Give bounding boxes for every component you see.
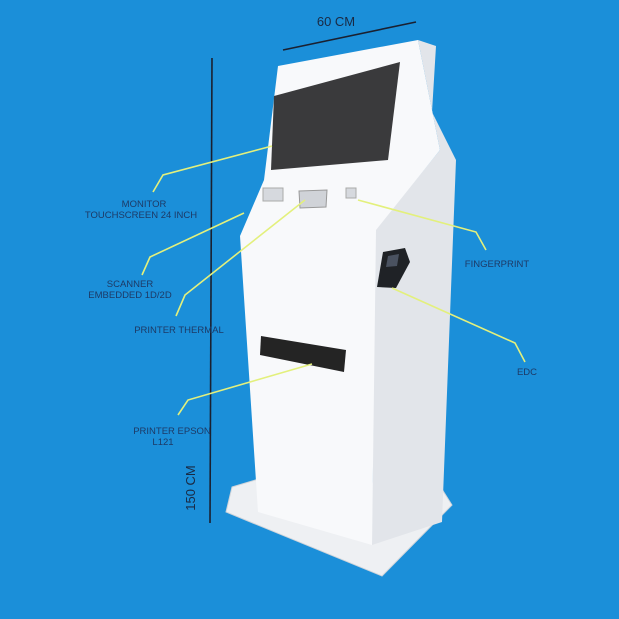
monitor-label: MONITOR [122,199,167,210]
printer-epson-label: PRINTER EPSON [133,426,211,437]
fingerprint-reader [345,187,357,199]
epson-printer-slot [260,336,346,372]
edc-label: EDC [517,367,537,378]
width-dimension-line [282,21,417,51]
printer-epson-model: L121 [152,437,173,448]
fingerprint-leader [357,199,487,251]
fingerprint-label: FINGERPRINT [465,259,530,270]
monitor-screen [271,62,400,170]
printer-thermal-label: PRINTER THERMAL [134,325,224,336]
height-label: 150 CM [183,465,198,511]
epson-leader [177,363,313,416]
scanner-sublabel: EMBEDDED 1D/2D [88,290,172,301]
scanner-label: SCANNER [107,279,154,290]
thermal-leader [175,199,306,317]
edc-leader [391,287,526,363]
height-dimension-line [209,57,213,524]
width-label: 60 CM [317,14,355,29]
edc-device [377,248,410,288]
thermal-printer-slot [298,189,328,209]
monitor-sublabel: TOUCHSCREEN 24 INCH [85,210,197,221]
monitor-leader [152,145,273,193]
scanner-slot [262,187,284,202]
kiosk-side [372,40,456,545]
edc-screen [386,254,399,267]
scanner-leader [141,212,245,276]
